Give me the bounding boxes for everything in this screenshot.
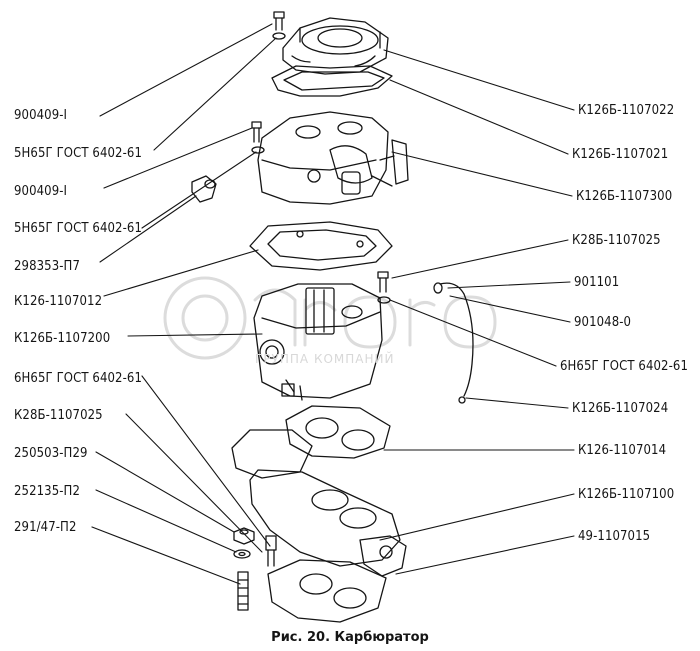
cover-gasket: [271, 65, 393, 97]
label-k126-1107012: К126-1107012: [14, 294, 103, 309]
figure-caption: Рис. 20. Карбюратор: [271, 630, 429, 645]
body-gasket-lower: [285, 405, 391, 459]
label-49-1107015: 49-1107015: [578, 529, 651, 544]
label-6n65g-right: 6Н65Г ГОСТ 6402-61: [560, 359, 688, 374]
link-rod: [433, 282, 474, 404]
label-k126b-1107200: К126Б-1107200: [14, 331, 111, 346]
label-901048: 901048-0: [574, 315, 632, 330]
watermark-text: ГРУППА КОМПАНИЙ: [255, 352, 395, 366]
washer-252135: [233, 549, 251, 559]
label-k126b-1107021: К126Б-1107021: [572, 147, 669, 162]
screw-900409-mid: [251, 121, 265, 154]
label-5n65g-mid: 5Н65Г ГОСТ 6402-61: [14, 221, 142, 236]
label-k126b-1107300: К126Б-1107300: [576, 189, 673, 204]
label-250503: 250503-П29: [14, 446, 88, 461]
label-k28b-1107025-left: К28Б-1107025: [14, 408, 103, 423]
label-k126b-1107100: К126Б-1107100: [578, 487, 675, 502]
screw-6n65g-right: [377, 271, 391, 304]
stud-291147: [237, 571, 249, 611]
screw-6n65g-lower: [265, 535, 277, 567]
label-k126b-1107024: К126Б-1107024: [572, 401, 669, 416]
insulator-gasket: [267, 559, 387, 623]
watermark-logo: [163, 276, 497, 360]
elbow-fitting: [191, 175, 217, 203]
label-291147: 291/47-П2: [14, 520, 77, 535]
body-gasket-upper: [249, 221, 393, 271]
label-900409-mid: 900409-I: [14, 184, 68, 199]
carburetor-body: [253, 283, 383, 401]
float-chamber-cover: [257, 111, 409, 205]
label-k126b-1107022: К126Б-1107022: [578, 103, 675, 118]
label-298353: 298353-П7: [14, 259, 80, 274]
screw-900409-top: [272, 11, 286, 40]
label-901101: 901101: [574, 275, 620, 290]
label-252135: 252135-П2: [14, 484, 80, 499]
leader-lines: [91, 23, 575, 585]
throttle-body: [231, 429, 407, 577]
label-k28b-1107025-right: К28Б-1107025: [572, 233, 661, 248]
label-6n65g-left: 6Н65Г ГОСТ 6402-61: [14, 371, 142, 386]
label-5n65g-top: 5Н65Г ГОСТ 6402-61: [14, 146, 142, 161]
label-900409-top: 900409-I: [14, 108, 68, 123]
label-k126-1107014: К126-1107014: [578, 443, 667, 458]
top-cover: [282, 17, 389, 75]
